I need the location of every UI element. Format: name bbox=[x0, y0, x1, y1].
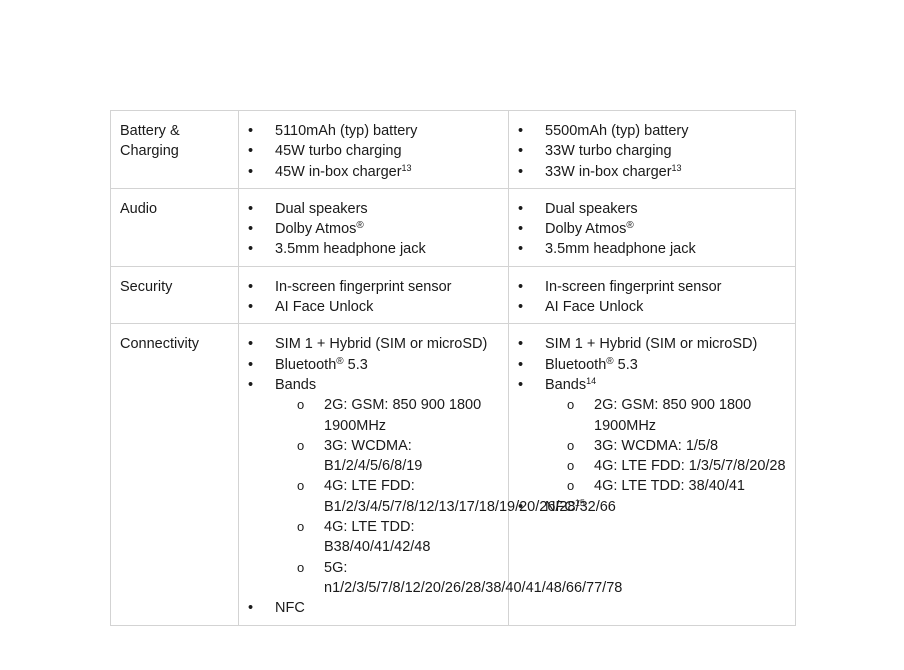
row-label-security: Security bbox=[110, 265, 239, 325]
audio-left-cell: Dual speakers Dolby Atmos® 3.5mm headpho… bbox=[238, 187, 509, 267]
list-item: SIM 1 + Hybrid (SIM or microSD) bbox=[518, 334, 786, 355]
table-row-security: Security In-screen fingerprint sensor AI… bbox=[110, 265, 796, 325]
connectivity-right-cell: SIM 1 + Hybrid (SIM or microSD) Bluetoot… bbox=[508, 323, 796, 626]
sub-list-item: 4G: LTE FDD: 1/3/5/7/8/20/28 bbox=[567, 456, 786, 477]
footnote-ref: 15 bbox=[574, 497, 585, 508]
bands-sublist: 2G: GSM: 850 900 1800 1900MHz 3G: WCDMA:… bbox=[545, 395, 786, 497]
connectivity-left-cell: SIM 1 + Hybrid (SIM or microSD) Bluetoot… bbox=[238, 323, 622, 626]
list-item: Dual speakers bbox=[518, 199, 786, 220]
sub-list-item: 3G: WCDMA: 1/5/8 bbox=[567, 436, 786, 457]
list-item: Bluetooth® 5.3 bbox=[518, 355, 786, 376]
footnote-ref: 13 bbox=[401, 162, 412, 173]
list-item: SIM 1 + Hybrid (SIM or microSD) bbox=[248, 334, 499, 355]
footnote-ref: 14 bbox=[586, 375, 597, 386]
list-item: AI Face Unlock bbox=[518, 297, 786, 318]
sub-list-item: 4G: LTE TDD: 38/40/41 bbox=[567, 476, 786, 497]
list-item: 5110mAh (typ) battery bbox=[248, 121, 499, 142]
registered-mark: ® bbox=[606, 355, 614, 367]
table-row-audio: Audio Dual speakers Dolby Atmos® 3.5mm h… bbox=[110, 187, 796, 267]
table-row-connectivity: Connectivity SIM 1 + Hybrid (SIM or micr… bbox=[110, 323, 796, 626]
security-right-cell: In-screen fingerprint sensor AI Face Unl… bbox=[508, 265, 796, 325]
list-item: NFC bbox=[248, 598, 499, 619]
list-item: 33W in-box charger13 bbox=[518, 162, 786, 183]
registered-mark: ® bbox=[626, 220, 634, 232]
list-item: 3.5mm headphone jack bbox=[518, 239, 786, 260]
list-item: AI Face Unlock bbox=[248, 297, 499, 318]
list-item: Bands 2G: GSM: 850 900 1800 1900MHz 3G: … bbox=[248, 375, 622, 599]
sub-list-item: 2G: GSM: 850 900 1800 1900MHz bbox=[297, 395, 499, 436]
footnote-ref: 13 bbox=[671, 162, 682, 173]
list-item: 5500mAh (typ) battery bbox=[518, 121, 786, 142]
sub-list-item: 2G: GSM: 850 900 1800 1900MHz bbox=[567, 395, 786, 436]
security-left-cell: In-screen fingerprint sensor AI Face Unl… bbox=[238, 265, 509, 325]
list-item: NFC15 bbox=[518, 497, 786, 518]
row-label-battery: Battery & Charging bbox=[110, 110, 239, 189]
battery-left-cell: 5110mAh (typ) battery 45W turbo charging… bbox=[238, 110, 509, 189]
list-item: In-screen fingerprint sensor bbox=[518, 277, 786, 298]
list-item: 45W in-box charger13 bbox=[248, 162, 499, 183]
registered-mark: ® bbox=[356, 220, 364, 232]
battery-right-cell: 5500mAh (typ) battery 33W turbo charging… bbox=[508, 110, 796, 189]
list-item: Bands14 2G: GSM: 850 900 1800 1900MHz 3G… bbox=[518, 375, 786, 497]
sub-list-item: 4G: LTE FDD: B1/2/3/4/5/7/8/12/13/17/18/… bbox=[297, 476, 616, 517]
sub-list-item: 3G: WCDMA: B1/2/4/5/6/8/19 bbox=[297, 436, 499, 477]
list-item: Bluetooth® 5.3 bbox=[248, 355, 499, 376]
list-item: 45W turbo charging bbox=[248, 141, 499, 162]
list-item: 3.5mm headphone jack bbox=[248, 239, 499, 260]
bands-sublist: 2G: GSM: 850 900 1800 1900MHz 3G: WCDMA:… bbox=[275, 395, 622, 599]
row-label-connectivity: Connectivity bbox=[110, 323, 239, 626]
list-item: Dolby Atmos® bbox=[518, 219, 786, 240]
row-label-audio: Audio bbox=[110, 187, 239, 267]
list-item: 33W turbo charging bbox=[518, 141, 786, 162]
list-item: Dolby Atmos® bbox=[248, 219, 499, 240]
sub-list-item: 4G: LTE TDD: B38/40/41/42/48 bbox=[297, 517, 499, 558]
table-row-battery: Battery & Charging 5110mAh (typ) battery… bbox=[110, 110, 796, 189]
list-item: In-screen fingerprint sensor bbox=[248, 277, 499, 298]
sub-list-item: 5G: n1/2/3/5/7/8/12/20/26/28/38/40/41/48… bbox=[297, 558, 622, 599]
registered-mark: ® bbox=[336, 355, 344, 367]
audio-right-cell: Dual speakers Dolby Atmos® 3.5mm headpho… bbox=[508, 187, 796, 267]
spec-comparison-table: Battery & Charging 5110mAh (typ) battery… bbox=[110, 110, 796, 626]
list-item: Dual speakers bbox=[248, 199, 499, 220]
